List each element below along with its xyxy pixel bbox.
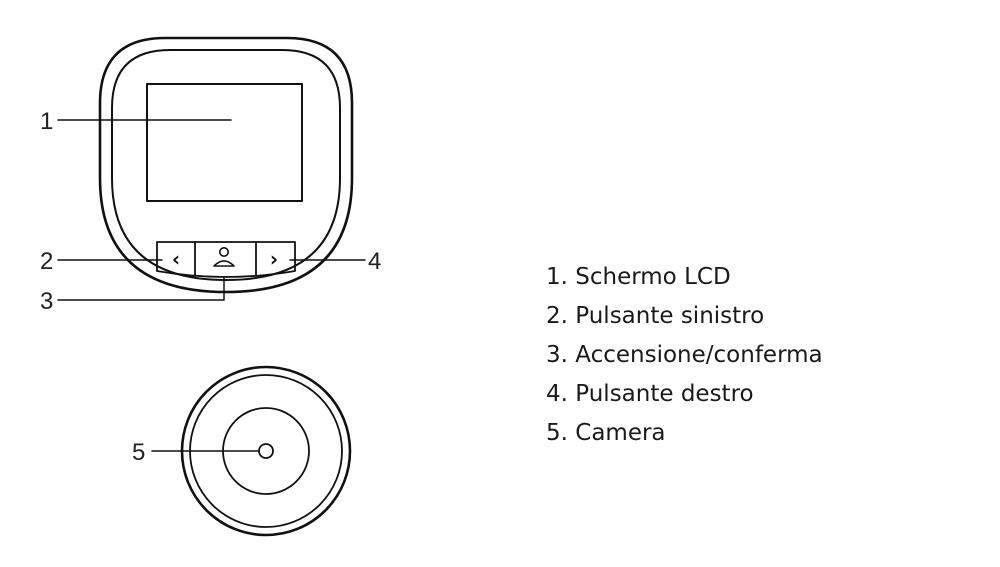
camera-lens (258, 443, 274, 459)
legend-item-lcd: 1. Schermo LCD (546, 264, 731, 290)
leader-line-3 (57, 277, 225, 301)
callout-1: 1 (40, 108, 53, 135)
front-unit-inner-bezel (111, 49, 341, 281)
callout-2: 2 (40, 248, 53, 275)
right-button-glyph[interactable]: › (270, 247, 278, 271)
legend-list: 1. Schermo LCD 2. Pulsante sinistro 3. A… (546, 258, 823, 453)
legend-item-power-confirm: 3. Accensione/conferma (546, 342, 823, 368)
left-button-glyph[interactable]: ‹ (172, 247, 180, 271)
front-unit-outer-shell (98, 36, 354, 294)
callout-3: 3 (40, 288, 53, 315)
lcd-screen (146, 83, 303, 202)
callout-5: 5 (132, 439, 145, 466)
front-unit (98, 36, 354, 294)
legend-item-right-button: 4. Pulsante destro (546, 381, 754, 407)
callout-4: 4 (368, 248, 381, 275)
legend-item-left-button: 2. Pulsante sinistro (546, 303, 765, 329)
person-icon[interactable] (213, 247, 235, 267)
button-strip (156, 241, 296, 278)
legend-item-camera: 5. Camera (546, 420, 666, 446)
